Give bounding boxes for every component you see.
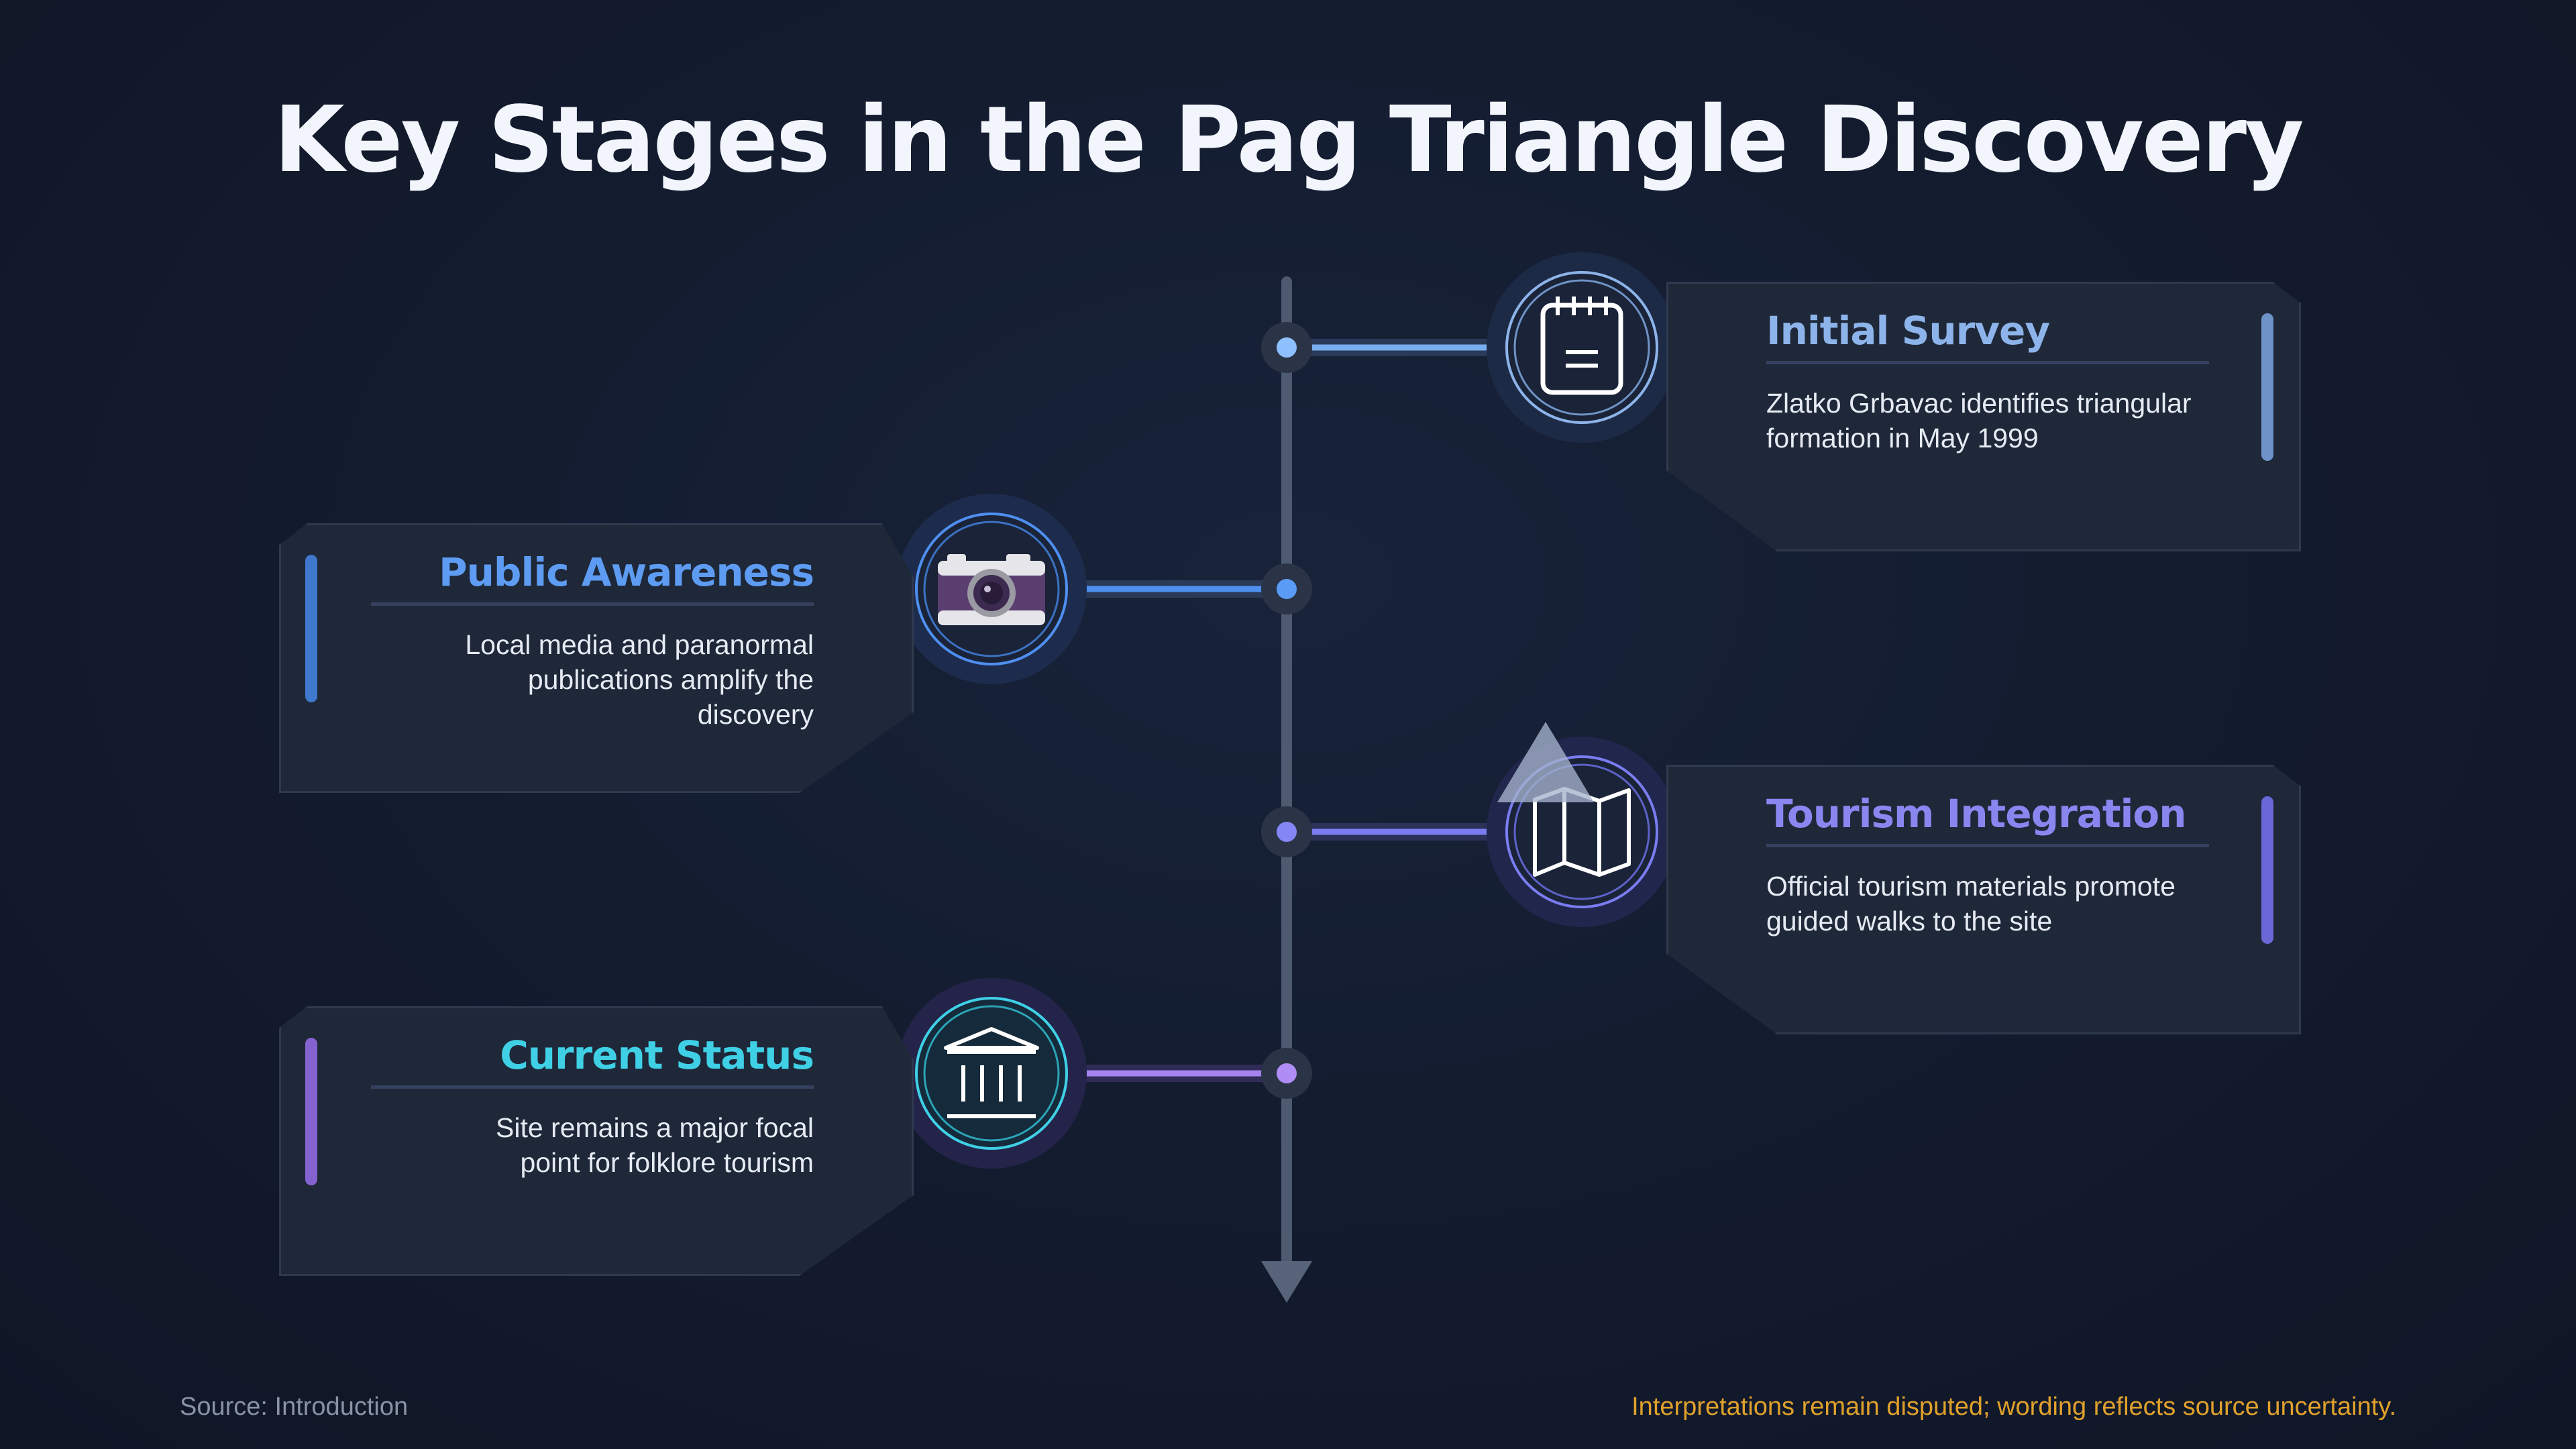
stage-card-tourism-integration: Tourism Integration Official tourism mat… [1666, 765, 2301, 1034]
stage-title: Initial Survey [1766, 308, 2050, 354]
stage-description: Official tourism materials promote guide… [1766, 871, 2176, 936]
stage-title: Public Awareness [439, 549, 814, 595]
stage-description: Local media and paranormal publications … [465, 629, 814, 730]
stage-card-current-status: Current Status Site remains a major foca… [279, 1006, 914, 1276]
timeline-arrow-head [1261, 1261, 1312, 1303]
page-title: Key Stages in the Pag Triangle Discovery [274, 87, 2304, 193]
stage-accent-bar [305, 555, 317, 702]
stage-card-public-awareness: Public Awareness Local media and paranor… [279, 523, 914, 793]
museum-icon [896, 978, 1087, 1169]
stage-description: Site remains a major focal point for fol… [496, 1112, 814, 1178]
stage-divider [371, 1085, 814, 1089]
triangle-marker-icon [1497, 722, 1594, 802]
stage-accent-bar [2261, 313, 2273, 461]
disclaimer-note: Interpretations remain disputed; wording… [1631, 1393, 2396, 1421]
stage-divider [1766, 844, 2209, 847]
timeline-dot-public-awareness [1261, 564, 1312, 614]
timeline-dot-initial-survey [1261, 322, 1312, 373]
source-note: Source: Introduction [180, 1393, 409, 1421]
stage-card-initial-survey: Initial Survey Zlatko Grbavac identifies… [1666, 282, 2301, 551]
stage-accent-bar [305, 1038, 317, 1185]
stage-description: Zlatko Grbavac identifies triangular for… [1766, 388, 2192, 453]
timeline-dot-current-status [1261, 1048, 1312, 1099]
timeline-dot-tourism-integration [1261, 806, 1312, 857]
stage-divider [371, 602, 814, 606]
stage-title: Tourism Integration [1766, 791, 2187, 837]
camera-icon [896, 494, 1087, 684]
map-icon [1487, 722, 1677, 927]
stage-title: Current Status [500, 1032, 814, 1078]
stage-accent-bar [2261, 796, 2273, 944]
notepad-icon [1487, 252, 1677, 443]
stage-divider [1766, 361, 2209, 364]
